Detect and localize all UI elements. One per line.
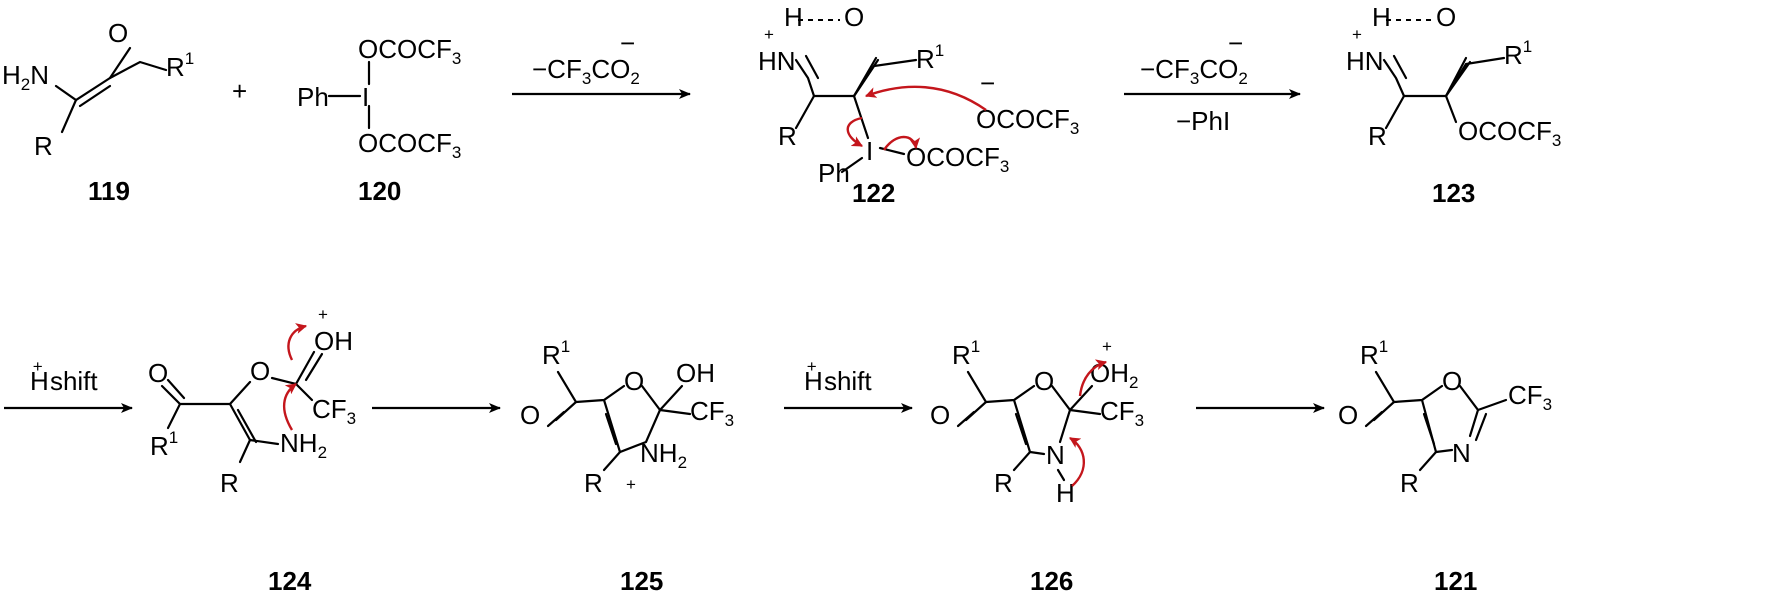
compound-122: H O HN + R1 R I Ph OCOCF3 OCOCF3 − 122 <box>758 2 1079 208</box>
r-label: R <box>34 131 53 161</box>
r-label: R <box>994 468 1013 498</box>
oh-label: OH <box>676 358 715 388</box>
r-label: R <box>1368 121 1387 151</box>
compound-126: R1 O O OH2 + CF3 N H R 126 <box>930 337 1144 596</box>
cf3-label: CF3 <box>1508 380 1552 414</box>
mechanism-arrow-leaving <box>883 135 921 151</box>
nh2-label: NH2 <box>640 438 687 472</box>
compound-number-126: 126 <box>1030 566 1073 596</box>
mechanism-arrow-water-loss <box>1078 359 1108 397</box>
r-label: R <box>220 468 239 498</box>
carbonyl-o-label: O <box>108 18 128 48</box>
ring-n-label: N <box>1046 440 1065 470</box>
reaction-arrow-2: −CF3CO2 − −PhI <box>1124 28 1301 136</box>
iodine-ocof3-label: OCOCF3 <box>906 142 1009 176</box>
ammonium-charge: + <box>626 475 636 494</box>
compound-121: R1 O O CF3 N R 121 <box>1338 337 1552 596</box>
arrow2-charge-label: − <box>1228 28 1243 58</box>
phenyl-label: Ph <box>818 158 850 188</box>
reaction-arrow-1: −CF3CO2 − <box>512 28 691 99</box>
ocof3-bottom-label: OCOCF3 <box>358 128 461 162</box>
hbond-h-label: H <box>1372 2 1391 32</box>
trifluoroacetate-charge: − <box>980 68 995 98</box>
ocof3-label: OCOCF3 <box>1458 116 1561 150</box>
arrow3-label: H+ shift <box>30 357 98 396</box>
compound-number-120: 120 <box>358 176 401 206</box>
compound-number-122: 122 <box>852 178 895 208</box>
r1-label: R1 <box>952 337 980 370</box>
r1-label: R1 <box>916 41 944 74</box>
ketone-o-label: O <box>148 358 168 388</box>
iminium-charge: + <box>764 25 774 44</box>
mechanism-arrow-nh-bond <box>1069 436 1086 487</box>
mechanism-arrow-amine-attack <box>283 383 297 431</box>
iminium-hn-label: HN <box>758 46 796 76</box>
mechanism-arrow-carbonyl <box>287 323 308 361</box>
r1-label: R1 <box>1360 337 1388 370</box>
compound-number-121: 121 <box>1434 566 1477 596</box>
ketone-o-label: O <box>1338 400 1358 430</box>
compound-124: O R1 O OH + CF3 NH2 R 124 <box>148 305 356 596</box>
oxonium-charge: + <box>318 305 328 324</box>
ring-o-label: O <box>624 366 644 396</box>
ketone-o-label: O <box>930 400 950 430</box>
iminium-charge: + <box>1352 25 1362 44</box>
cf3-label: CF3 <box>1100 396 1144 430</box>
arrow2-reagent-label: −CF3CO2 <box>1140 54 1248 88</box>
arrow1-reagent-label: −CF3CO2 <box>532 54 640 88</box>
ring-o-label: O <box>1442 366 1462 396</box>
nh2-label: NH2 <box>280 428 327 462</box>
r1-label: R1 <box>542 337 570 370</box>
nh-h-label: H <box>1056 478 1075 508</box>
compound-123: H O HN + R1 R OCOCF3 123 <box>1346 2 1561 208</box>
compound-120: Ph I OCOCF3 OCOCF3 120 <box>297 34 461 206</box>
ketone-o-label: O <box>520 400 540 430</box>
trifluoroacetate-label: OCOCF3 <box>976 104 1079 138</box>
hbond-h-label: H <box>784 2 803 32</box>
iodine-label: I <box>866 136 873 166</box>
compound-number-124: 124 <box>268 566 312 596</box>
cf3-label: CF3 <box>312 394 356 428</box>
ring-o-label: O <box>1034 366 1054 396</box>
compound-number-119: 119 <box>88 176 130 206</box>
r-label: R <box>584 468 603 498</box>
r-label: R <box>1400 468 1419 498</box>
iminium-hn-label: HN <box>1346 46 1384 76</box>
r1-label: R1 <box>1504 37 1532 70</box>
cf3-label: CF3 <box>690 396 734 430</box>
arrow2-byproduct-label: −PhI <box>1176 106 1230 136</box>
oh2-label: OH2 <box>1090 358 1138 392</box>
mechanism-arrow-nucleophile <box>864 85 987 111</box>
reaction-arrow-5: H+ shift <box>784 357 913 413</box>
plus-sign: + <box>232 76 247 106</box>
oh-label: OH <box>314 326 353 356</box>
compound-125: R1 O O OH CF3 NH2 + R 125 <box>520 337 734 596</box>
arrow5-label: H+ shift <box>804 357 872 396</box>
phenyl-label: Ph <box>297 82 329 112</box>
iodine-label: I <box>362 82 369 112</box>
ester-o-label: O <box>250 356 270 386</box>
amine-nh2-label: H2N <box>2 60 49 94</box>
r1-label: R1 <box>166 49 194 82</box>
r-label: R <box>778 121 797 151</box>
carbonyl-o-label: O <box>844 2 864 32</box>
compound-119: H2N O R1 R 119 <box>2 18 194 206</box>
oxonium-charge: + <box>1102 337 1112 356</box>
compound-number-123: 123 <box>1432 178 1475 208</box>
reaction-arrow-3: H+ shift <box>4 357 133 413</box>
ocof3-top-label: OCOCF3 <box>358 34 461 68</box>
ring-n-label: N <box>1452 438 1471 468</box>
carbonyl-o-label: O <box>1436 2 1456 32</box>
mechanism-arrow-ci-bond <box>846 116 863 148</box>
compound-number-125: 125 <box>620 566 663 596</box>
arrow1-charge-label: − <box>620 28 635 58</box>
r1-label: R1 <box>150 428 178 461</box>
